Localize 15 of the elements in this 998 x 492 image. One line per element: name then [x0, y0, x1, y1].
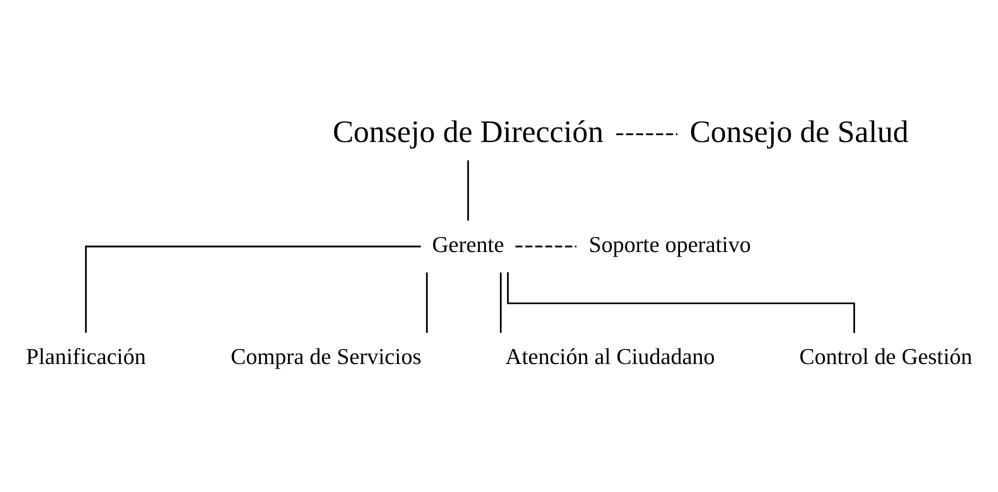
- connector: [507, 272, 856, 332]
- node-text: Atención al Ciudadano: [505, 344, 715, 369]
- node-text: Compra de Servicios: [230, 344, 422, 369]
- node-text: Consejo de Salud: [690, 114, 909, 149]
- connector: [467, 160, 469, 220]
- connector: [85, 245, 421, 332]
- connector: [426, 272, 428, 332]
- node-text: Control de Gestión: [799, 344, 972, 369]
- connector: [515, 245, 576, 247]
- connector: [500, 272, 502, 332]
- connector: [616, 132, 678, 135]
- node-text: Consejo de Dirección: [332, 114, 604, 149]
- node-text: Gerente: [432, 231, 504, 256]
- node-text: Planificación: [26, 344, 146, 369]
- node-text: Soporte operativo: [588, 231, 751, 256]
